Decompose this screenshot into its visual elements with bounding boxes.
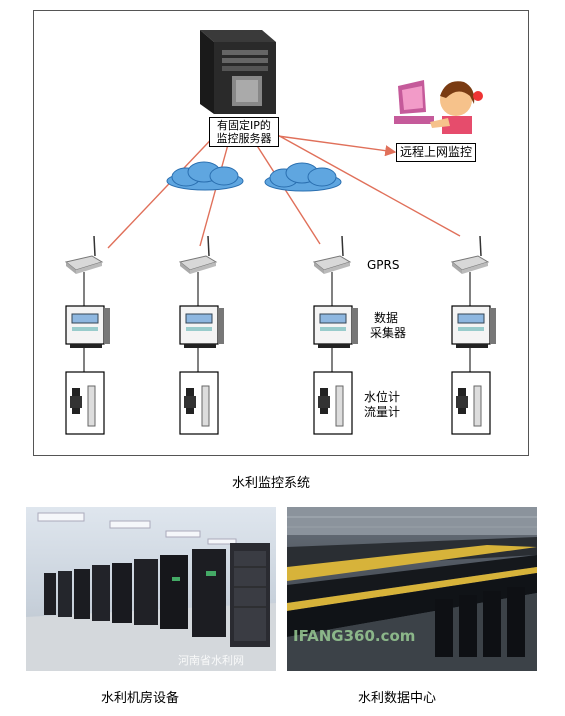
data-center-photo: IFANG360.com <box>287 507 537 671</box>
water-level-sensor-icon <box>451 371 491 435</box>
machine-room-photo: 河南省水利网 <box>26 507 276 671</box>
server-label-line-2: 监控服务器 <box>216 132 272 145</box>
sensor-label: 水位计 流量计 <box>364 390 400 420</box>
system-caption: 水利监控系统 <box>232 476 311 491</box>
link-arrows <box>107 126 461 249</box>
right-watermark: IFANG360.com <box>293 627 416 645</box>
diagram-frame <box>33 10 529 456</box>
station-1 <box>64 235 110 435</box>
diagram-canvas <box>64 30 496 435</box>
water-level-sensor-icon <box>313 371 353 435</box>
sensor-label-line-2: 流量计 <box>364 405 401 419</box>
station-2 <box>178 235 224 435</box>
collector-label: 数据 采集器 <box>370 311 406 341</box>
arrow-to-remote <box>277 135 397 157</box>
water-level-sensor-icon <box>179 371 219 435</box>
server-label-line-1: 有固定IP的 <box>217 119 271 132</box>
remote-user-computer-icon <box>394 80 483 134</box>
cloud-icon <box>264 162 342 192</box>
data-center-caption: 水利数据中心 <box>358 691 437 706</box>
remote-label: 远程上网监控 <box>396 143 477 162</box>
sensor-label-line-1: 水位计 <box>364 390 401 404</box>
station-3 <box>312 235 358 435</box>
arrow-link-1 <box>107 126 223 249</box>
machine-room-caption: 水利机房设备 <box>101 691 180 706</box>
data-collector-icon <box>313 305 358 348</box>
collector-label-line-2: 采集器 <box>370 326 407 340</box>
left-watermark: 河南省水利网 <box>178 654 244 667</box>
server-tower-icon <box>200 30 276 114</box>
collector-label-line-1: 数据 <box>374 311 399 325</box>
cloud-icon <box>166 161 244 191</box>
gprs-label: GPRS <box>367 258 400 272</box>
data-collector-icon <box>179 305 224 348</box>
water-level-sensor-icon <box>65 371 105 435</box>
data-collector-icon <box>65 305 110 348</box>
arrow-link-4 <box>263 127 461 237</box>
data-collector-icon <box>451 305 496 348</box>
station-4 <box>450 235 496 435</box>
server-label: 有固定IP的 监控服务器 <box>209 117 279 147</box>
